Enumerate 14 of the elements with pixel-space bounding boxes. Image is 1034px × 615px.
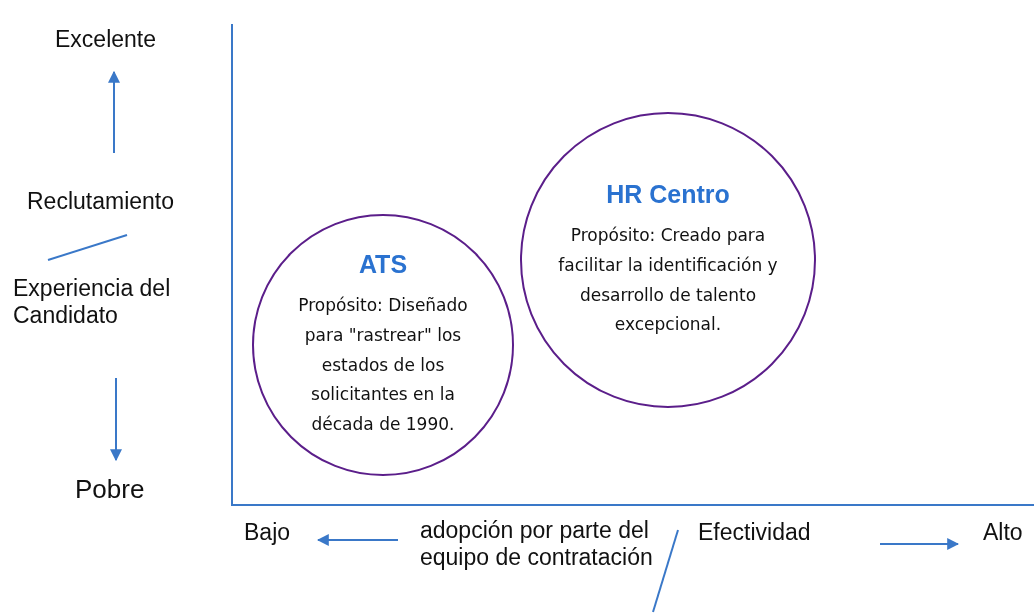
axis-label: adopción por parte del equipo de contratación xyxy=(420,517,654,571)
axis-label: Pobre xyxy=(75,474,145,505)
axis-label: Experiencia del Candidato xyxy=(13,275,172,329)
axis-label: Alto xyxy=(983,519,1023,546)
circle-node xyxy=(252,214,514,476)
node-description: Propósito: Diseñado para "rastrear" los estados de los solicitantes en la década de 1990. xyxy=(297,294,469,437)
circle-node xyxy=(520,112,816,408)
node-title: ATS xyxy=(358,250,408,280)
node-title: HR Centro xyxy=(606,180,730,209)
axis-label: Efectividad xyxy=(698,519,811,546)
node-description: Propósito: Creado para facilitar la identificación y desarrollo de talento excepcional. xyxy=(558,224,778,337)
axis-label: Reclutamiento xyxy=(27,188,175,215)
axis-label: Excelente xyxy=(55,26,156,53)
axis-label: Bajo xyxy=(244,519,291,546)
